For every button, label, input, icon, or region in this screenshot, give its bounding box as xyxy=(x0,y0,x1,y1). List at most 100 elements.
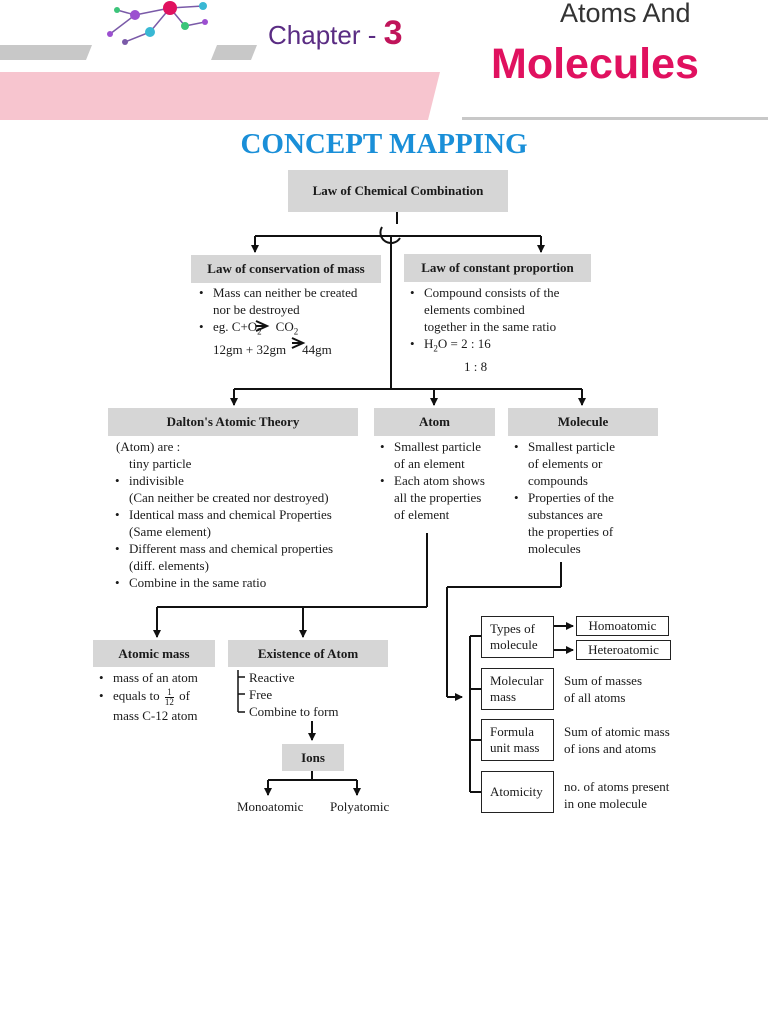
existence-item-reactive: Reactive xyxy=(249,670,295,685)
molecule-logo xyxy=(107,1,208,45)
section-title: CONCEPT MAPPING xyxy=(240,128,528,160)
dalton-item: Different mass and chemical properties xyxy=(113,540,373,557)
conservation-box: Law of conservation of mass xyxy=(191,255,381,283)
atomic-mass-text: mass C-12 atom xyxy=(113,707,198,723)
atomicity-desc: no. of atoms present in one molecule xyxy=(564,778,669,812)
atomic-mass-title: Atomic mass xyxy=(118,645,190,661)
molecule-item: Properties of the substances are the prope… xyxy=(512,489,662,557)
dalton-text: Different mass and chemical properties xyxy=(129,541,334,556)
atomic-mass-text: equals to xyxy=(113,688,160,703)
dalton-box: Dalton's Atomic Theory xyxy=(108,408,358,436)
dalton-item: tiny particle xyxy=(113,455,373,472)
atomic-mass-box: Atomic mass xyxy=(93,640,215,667)
fraction: 1 12 xyxy=(164,687,174,707)
molmass-text: Molecular xyxy=(490,673,544,688)
formula-desc-text: of ions and atoms xyxy=(564,741,657,756)
mass-left: 12gm + 32gm xyxy=(213,341,287,357)
molmass-desc-text: of all atoms xyxy=(564,690,626,705)
existence-item-combine: Combine to form xyxy=(249,704,339,719)
atom-title: Atom xyxy=(418,414,451,429)
reaction-right: CO xyxy=(275,319,294,334)
atomic-mass-text: of xyxy=(179,688,190,703)
molmass-text: mass xyxy=(490,689,516,704)
dalton-text: indivisible xyxy=(129,473,184,488)
dalton-text: tiny particle xyxy=(129,456,192,471)
dalton-item: indivisible xyxy=(113,472,373,489)
atomicity-label: Atomicity xyxy=(490,784,543,799)
subscript: 2 xyxy=(293,326,299,337)
molecule-text: substances are xyxy=(528,507,603,522)
heteroatomic-label: Heteroatomic xyxy=(588,642,659,657)
atomicity-desc-text: no. of atoms present xyxy=(564,779,670,794)
molecular-mass-desc: Sum of masses of all atoms xyxy=(564,672,642,706)
fraction-denominator: 12 xyxy=(164,696,174,707)
atomic-mass-item: equals to 1 12 of xyxy=(97,686,227,707)
title-line-1: Atoms And xyxy=(560,0,691,28)
molecule-text: compounds xyxy=(528,473,588,488)
formula-text: Formula xyxy=(490,724,535,739)
atom-text: of an element xyxy=(394,456,465,471)
atomicity-box: Atomicity xyxy=(481,771,554,813)
dalton-text: (diff. elements) xyxy=(129,558,209,573)
dalton-text: Identical mass and chemical Properties xyxy=(129,507,332,522)
molecule-box: Molecule xyxy=(508,408,658,436)
ions-title: Ions xyxy=(301,749,325,765)
constant-text: together in the same ratio xyxy=(424,319,557,334)
atom-text: of element xyxy=(394,507,450,522)
formula-h: H xyxy=(424,336,434,351)
molecule-text: molecules xyxy=(528,541,581,556)
dalton-text: Combine in the same ratio xyxy=(129,575,267,590)
atom-text: Smallest particle xyxy=(394,439,482,454)
atomic-mass-item: mass of an atom xyxy=(97,669,227,686)
dalton-item: Identical mass and chemical Properties xyxy=(113,506,373,523)
atomic-mass-item: mass C-12 atom xyxy=(97,707,227,724)
molecule-text: of elements or xyxy=(528,456,603,471)
dalton-list: (Atom) are : tiny particle indivisible (… xyxy=(113,438,373,591)
formula-text: unit mass xyxy=(490,740,540,755)
homoatomic-label: Homoatomic xyxy=(588,618,657,633)
ions-polyatomic: Polyatomic xyxy=(330,799,390,814)
molmass-desc-text: Sum of masses xyxy=(564,673,642,688)
constant-text: Compound consists of the xyxy=(424,285,560,300)
constant-item: Compound consists of the elements combine… xyxy=(408,284,608,335)
types-text: Types of xyxy=(490,621,535,636)
dalton-text: (Atom) are : xyxy=(116,439,181,454)
atom-item: Smallest particle of an element xyxy=(378,438,518,472)
atom-text: all the properties xyxy=(394,490,482,505)
molecule-text: the properties of xyxy=(528,524,614,539)
atomicity-desc-text: in one molecule xyxy=(564,796,648,811)
root-box: Law of Chemical Combination xyxy=(288,170,508,212)
existence-title: Existence of Atom xyxy=(257,645,359,661)
ions-monoatomic: Monoatomic xyxy=(237,799,304,814)
existence-item-free: Free xyxy=(249,687,273,702)
dalton-item: (Same element) xyxy=(113,523,373,540)
title-line-2: Molecules xyxy=(491,40,699,88)
atomic-mass-list: mass of an atom equals to 1 12 of mass C… xyxy=(97,669,227,724)
conservation-text: Mass can neither be created xyxy=(213,285,358,300)
ratio-simplified: 1 : 8 xyxy=(464,358,488,374)
dalton-item: (Can neither be created nor destroyed) xyxy=(113,489,373,506)
chapter-label: Chapter - 3 xyxy=(268,14,403,53)
subscript: 2 xyxy=(257,326,262,337)
molecule-text: Smallest particle xyxy=(528,439,616,454)
dalton-item: (diff. elements) xyxy=(113,557,373,574)
reaction-left: eg. C+O xyxy=(213,319,258,334)
molecule-text: Properties of the xyxy=(528,490,614,505)
constant-text: elements combined xyxy=(424,302,525,317)
dalton-item: Combine in the same ratio xyxy=(113,574,373,591)
constant-box: Law of constant proportion xyxy=(404,254,591,282)
ions-box: Ions xyxy=(282,744,344,771)
constant-title: Law of constant proportion xyxy=(421,260,574,275)
atom-box: Atom xyxy=(374,408,495,436)
atomic-mass-text: mass of an atom xyxy=(113,670,198,685)
types-text: molecule xyxy=(490,637,538,652)
